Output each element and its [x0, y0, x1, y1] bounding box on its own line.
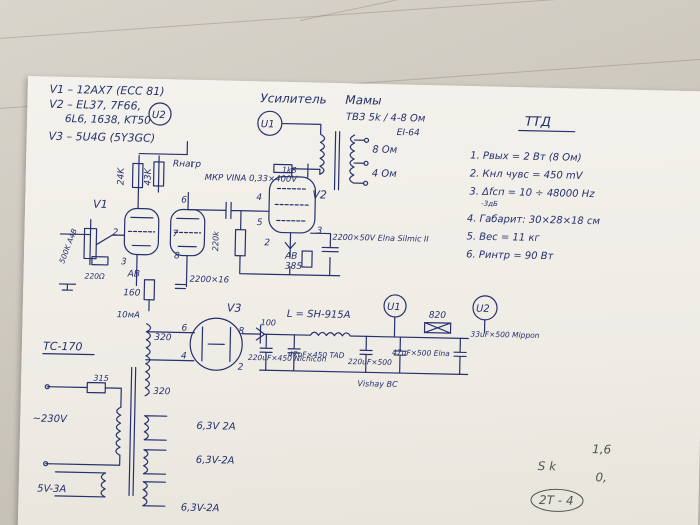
v1-label: V1	[93, 198, 108, 211]
v1-pin-3: 3	[121, 257, 127, 267]
u2-marker-label: U2	[152, 110, 166, 121]
fuse-label: 315	[93, 374, 108, 383]
v2-pin-3: 3	[316, 226, 322, 236]
v1-pin-8: 8	[174, 251, 180, 261]
spec-item-3-sub: -3дБ	[481, 200, 498, 208]
heater-winding-1: 6,3V 2A	[196, 421, 236, 433]
spec-item-2: 2. Кнл чувс = 450 mV	[470, 168, 584, 181]
pencil-note-1: 1,6	[592, 442, 612, 456]
cap-2200x16-label: 2200×16	[189, 275, 229, 286]
v1-pin-7: 7	[172, 229, 178, 239]
v2-label: V2	[312, 188, 327, 201]
v2-pin-2: 2	[264, 238, 270, 248]
output-transformer	[282, 122, 370, 191]
tube-list-v2-b: 6L6, 1638, KT50	[65, 113, 151, 127]
r-1k8-label: 1k8	[282, 166, 297, 175]
u1-marker	[257, 110, 283, 136]
spec-item-1: 1. Рвых = 2 Вт (8 Ом)	[470, 150, 582, 163]
v3-pin-6: 6	[181, 323, 187, 333]
v2-pin-4: 4	[256, 193, 262, 203]
title-line2: Мамы	[345, 93, 382, 108]
v3-rectifier-symbol	[189, 317, 243, 371]
u2-marker	[148, 102, 172, 126]
heater-winding-3: 6,3V-2A	[181, 503, 220, 515]
transformer-tc170-label: TC-170	[43, 340, 83, 354]
r-220-label: 220Ω	[85, 271, 105, 280]
spec-item-3: 3. Δfсп = 10 ÷ 48000 Hz	[469, 186, 595, 200]
r-220k-label: 220k	[211, 231, 220, 251]
tap-8-label: 8 Ом	[372, 144, 398, 156]
mains-label: ~230V	[32, 413, 68, 425]
u1-tap-label: U1	[387, 302, 401, 313]
v1-pin-2: 2	[112, 228, 118, 238]
choke-label: L = SH-915A	[287, 309, 351, 321]
cap-a-label: 220uF×450 Nichicon	[248, 353, 327, 364]
heater-winding-2: 6,3V-2A	[196, 455, 235, 467]
cap-d-label: 47uF×500 Elna	[392, 348, 450, 358]
core-label: EI-64	[397, 128, 421, 138]
tube-list-v3: V3 – 5U4G (5Y3GC)	[48, 130, 155, 145]
pot-500k-label: 500K A4B	[57, 227, 79, 264]
spec-heading: ТТД	[525, 115, 551, 131]
r-820-label: 820	[429, 311, 447, 321]
vishay-label: Vishay BC	[357, 379, 398, 389]
v2-tube-symbol	[268, 175, 317, 234]
v1-tube-symbol	[123, 207, 206, 257]
v1-ab-label: AB	[127, 269, 141, 279]
v3-label: V3	[227, 301, 242, 314]
v3-pin-2: 2	[238, 363, 244, 373]
v3-pin-4: 4	[181, 351, 187, 361]
r-100-label: 100	[261, 318, 276, 327]
v3-pin-8: 8	[238, 327, 244, 337]
r-anode-label: Rнагр	[173, 159, 202, 170]
v2-ab-label: AB	[284, 252, 298, 262]
cap-b-label: 47uF×450 TAD	[288, 350, 345, 360]
spec-item-4: 4. Габарит: 30×28×18 см	[467, 212, 601, 227]
title-line1: Усилитель	[260, 91, 327, 106]
spec-item-6: 6. Ринтр = 90 Вт	[466, 249, 555, 262]
spec-item-5: 5. Вес = 11 кг	[466, 231, 540, 244]
tube-list-v1: V1 – 12AX7 (ECC 81)	[49, 83, 164, 98]
pencil-note-3: 0,	[595, 470, 607, 484]
coupling-cap-label-a: МКР VINA 0,33×400V	[205, 173, 299, 185]
v1-pin-6: 6	[181, 195, 187, 205]
r-24k-label: 24K	[117, 167, 127, 186]
tap-4-label: 4 Ом	[372, 168, 398, 180]
ht-winding-320a: 320	[154, 333, 172, 343]
cathode-cap-label: 2200×50V Elna Silmic II	[332, 233, 429, 244]
pencil-note-2: S k	[538, 459, 558, 473]
r-160-label: 160	[123, 288, 141, 298]
cap-c-label: 220uF×500	[348, 357, 392, 367]
u2-tap-label: U2	[476, 304, 490, 315]
heater-winding-5v: 5V-3A	[37, 483, 67, 495]
r-385-label: 385	[285, 262, 303, 272]
u1-marker-label: U1	[261, 119, 275, 130]
ht-winding-320b: 320	[153, 387, 171, 397]
cap-e-label: 33uF×500 Mippon	[470, 330, 539, 340]
current-10ma-label: 10мА	[117, 310, 140, 320]
pencil-note-4: 2T - 4	[539, 493, 574, 508]
r-43k-label: 43K	[144, 167, 154, 186]
transformer-label: ТВЗ 5k / 4-8 Ом	[346, 112, 426, 125]
v2-pin-5: 5	[257, 218, 263, 228]
tube-list-v2-a: V2 – EL37, 7F66,	[49, 98, 141, 113]
